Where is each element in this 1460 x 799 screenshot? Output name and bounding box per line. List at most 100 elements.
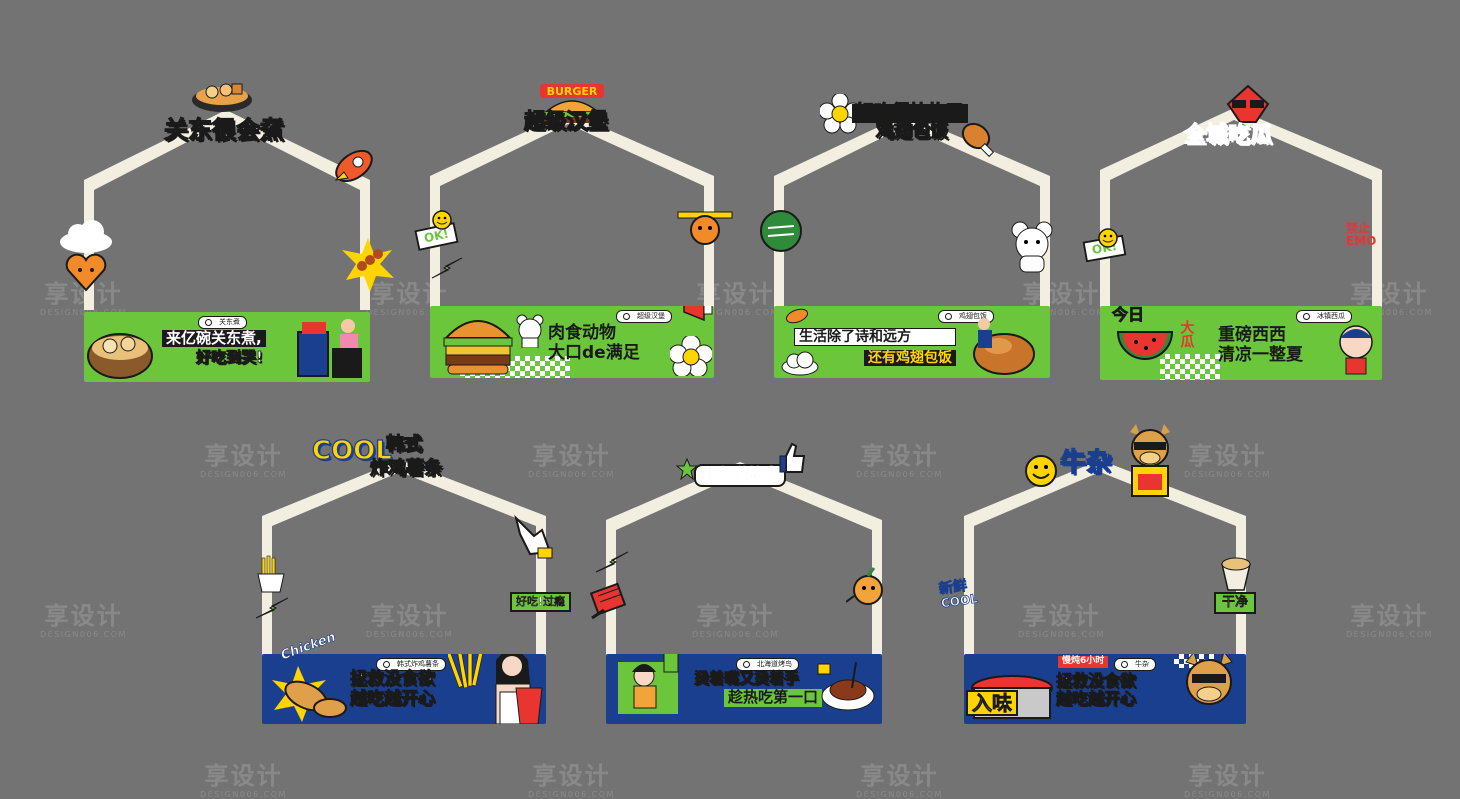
grill-icon xyxy=(586,580,632,630)
slogan-line-1: 来亿碗关东煮, xyxy=(162,329,266,348)
rocket-icon xyxy=(784,306,810,330)
bull-mascot-icon xyxy=(1120,422,1180,508)
stall-title-line-2: 炸鸡薯条 xyxy=(369,458,442,479)
lightning-icon xyxy=(594,550,630,578)
cloud-icon xyxy=(780,350,820,378)
green-badge-icon xyxy=(758,208,804,258)
banner-slogan: 拯救没食欲 越吃越开心 xyxy=(1056,671,1137,709)
slow-cook-tag: 慢炖6小时 xyxy=(1058,656,1109,668)
slogan-line-2: 清凉一整夏 xyxy=(1218,344,1303,365)
search-bar: 超级汉堡 xyxy=(616,310,672,323)
clean-sticker: 干净 xyxy=(1214,592,1257,615)
tasty-sticker: 好吃!过瘾 xyxy=(510,592,572,613)
grilled-meat-icon xyxy=(812,658,878,722)
banner-slogan: 生活除了诗和远方 还有鸡翅包饭 xyxy=(794,328,956,367)
search-bar: 韩式炸鸡薯条 xyxy=(376,658,446,671)
slogan-line-2: 还有鸡翅包饭 xyxy=(864,350,956,367)
thumbs-up-icon xyxy=(778,442,806,478)
stall-banner: 鸡翅包饭 生活除了诗和远方 还有鸡翅包饭 xyxy=(774,306,1050,378)
search-bar: 关东煮 xyxy=(198,316,247,329)
burger-icon xyxy=(442,308,514,378)
chicken-leg-icon xyxy=(268,664,354,724)
chicken-leg-icon xyxy=(960,120,1000,164)
banner-slogan: 烫着嘴又烫着手 趁热吃第一口 xyxy=(694,669,823,707)
food-cone-icon xyxy=(1216,552,1256,596)
roast-chicken-icon xyxy=(970,314,1040,378)
bowl-icon xyxy=(86,322,156,382)
slogan-line-1: 烫着嘴又烫着手 xyxy=(694,669,800,687)
fries-box-icon xyxy=(512,684,546,724)
burger-logo-text: BURGER xyxy=(547,85,598,98)
character-icon xyxy=(676,204,734,254)
banner-slogan: 重磅西西 清凉一整夏 xyxy=(1218,325,1303,365)
fresh-cool-sticker: 新鲜 COOL xyxy=(938,577,979,611)
burger-icon: BURGER xyxy=(538,84,606,128)
stall-burger: BURGER 超级汉堡 OK! 超级汉堡 肉食动物 大口de满足 xyxy=(414,80,733,385)
skewer-icon xyxy=(340,236,396,296)
orange-character-icon xyxy=(845,566,892,618)
title-line-2: 鸡翅包饭 xyxy=(875,120,948,142)
smiley-icon xyxy=(1098,228,1118,252)
star-icon xyxy=(675,457,699,484)
stall-chicken-rice: 好吃得快炸了 鸡翅包饭 鸡翅包饭 生活除了诗和远方 还有鸡翅包饭 xyxy=(760,80,1064,385)
big-melon-badge: 大瓜 xyxy=(1178,320,1195,348)
stall-title-line-1: 韩式 xyxy=(385,434,422,455)
stall-banner: 超级汉堡 肉食动物 大口de满足 xyxy=(430,306,714,378)
stall-title: 好吃得快炸了 鸡翅包饭 xyxy=(852,103,968,142)
people-illustration-icon xyxy=(290,312,370,382)
rocket-icon xyxy=(330,144,380,194)
stall-banner: 关东煮 来亿碗关东煮, 好吃到哭! xyxy=(84,312,370,382)
stall-title: 北海道烤鸟 xyxy=(694,464,787,487)
flavorful-badge: 入味 xyxy=(966,690,1018,716)
slogan-line-1: 肉食动物 xyxy=(548,323,616,343)
sticker-line-2: EMO xyxy=(1346,234,1377,249)
slogan-line-1: 生活除了诗和远方 xyxy=(794,328,956,347)
slogan-line-2: 越吃越开心 xyxy=(350,688,436,709)
slogan-line-1: 重磅西西 xyxy=(1218,325,1286,345)
smiley-icon xyxy=(432,210,452,234)
stall-title: 超级汉堡 xyxy=(523,109,608,133)
slogan-line-1: 拯救没食欲 xyxy=(350,669,436,689)
search-bar: 冰镇西瓜 xyxy=(1296,310,1352,323)
flower-icon xyxy=(668,334,714,378)
slogan-line-1: 拯救没食欲 xyxy=(1056,671,1137,691)
cook-character-icon xyxy=(614,654,694,722)
search-bar: 北海道烤鸟 xyxy=(736,658,799,671)
stall-banner: 北海道烤鸟 烫着嘴又烫着手 趁热吃第一口 xyxy=(606,654,882,724)
watermelon-icon xyxy=(1116,328,1174,376)
title-line-1: 好吃得快炸了 xyxy=(852,103,968,123)
stall-korean-chicken: COOL 韩式 炸鸡薯条 好吃!过瘾 韩式炸鸡薯条 拯救没食欲 越吃越开心 Ch… xyxy=(250,430,572,730)
stall-banner: 冰镇西瓜 今日 大瓜 重磅西西 清凉一整夏 xyxy=(1100,306,1382,380)
teddy-bear-icon xyxy=(516,314,544,352)
stall-title: 关东很会煮 xyxy=(163,116,284,144)
slogan-line-2: 越吃越开心 xyxy=(1056,689,1137,709)
no-emo-sticker: 禁止 EMO xyxy=(1346,221,1377,249)
banner-slogan: 肉食动物 大口de满足 xyxy=(548,323,640,363)
fries-icon xyxy=(254,554,288,598)
girl-character-icon xyxy=(1334,320,1380,380)
stall-title: 牛杂 xyxy=(1059,448,1113,478)
cool-logo: COOL xyxy=(311,436,392,466)
banner-slogan: 来亿碗关东煮, 好吃到哭! xyxy=(162,329,266,367)
lightning-icon xyxy=(254,596,290,624)
slogan-line-2: 趁热吃第一口 xyxy=(724,688,823,707)
stall-watermelon: 全城吃瓜 OK! 禁止 EMO 冰镇西瓜 今日 大瓜 重磅西西 清凉一整夏 xyxy=(1082,80,1390,385)
checker-pattern xyxy=(1160,354,1220,380)
stall-title: 全城吃瓜 xyxy=(1183,123,1273,148)
slogan-line-2: 大口de满足 xyxy=(548,342,640,363)
stall-banner: 慢炖6小时 牛杂 入味 拯救没食欲 越吃越开心 xyxy=(964,654,1246,724)
